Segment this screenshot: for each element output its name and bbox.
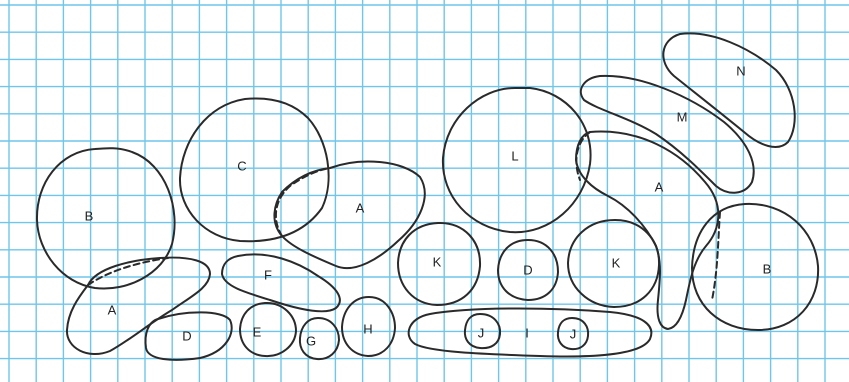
shape-outlines — [37, 33, 818, 359]
label-d-small: D — [182, 328, 191, 343]
label-e: E — [253, 324, 262, 339]
shape-n — [663, 33, 794, 147]
label-j-left: J — [478, 325, 485, 340]
label-m: M — [677, 109, 688, 124]
shape-labels: B A C A F D E G H K D K L J I J A M N B — [85, 63, 772, 348]
label-k-left: K — [433, 254, 442, 269]
shape-a-right — [576, 132, 718, 329]
shape-i — [409, 309, 652, 357]
label-n: N — [736, 63, 745, 78]
label-a-bottom: A — [108, 302, 117, 317]
label-k-right: K — [612, 255, 621, 270]
label-b-right: B — [763, 261, 772, 276]
label-c: C — [237, 158, 246, 173]
label-f: F — [264, 267, 272, 282]
shape-a-center — [274, 162, 424, 269]
label-i: I — [525, 325, 529, 340]
label-a-right: A — [655, 179, 664, 194]
label-j-right: J — [570, 326, 577, 341]
label-d-center: D — [523, 262, 532, 277]
label-l: L — [511, 148, 518, 163]
label-a-center: A — [356, 200, 365, 215]
shape-e — [240, 303, 296, 356]
shape-b-left — [37, 148, 175, 288]
label-h: H — [363, 321, 372, 336]
label-b-left: B — [85, 208, 94, 223]
label-g: G — [306, 333, 316, 348]
